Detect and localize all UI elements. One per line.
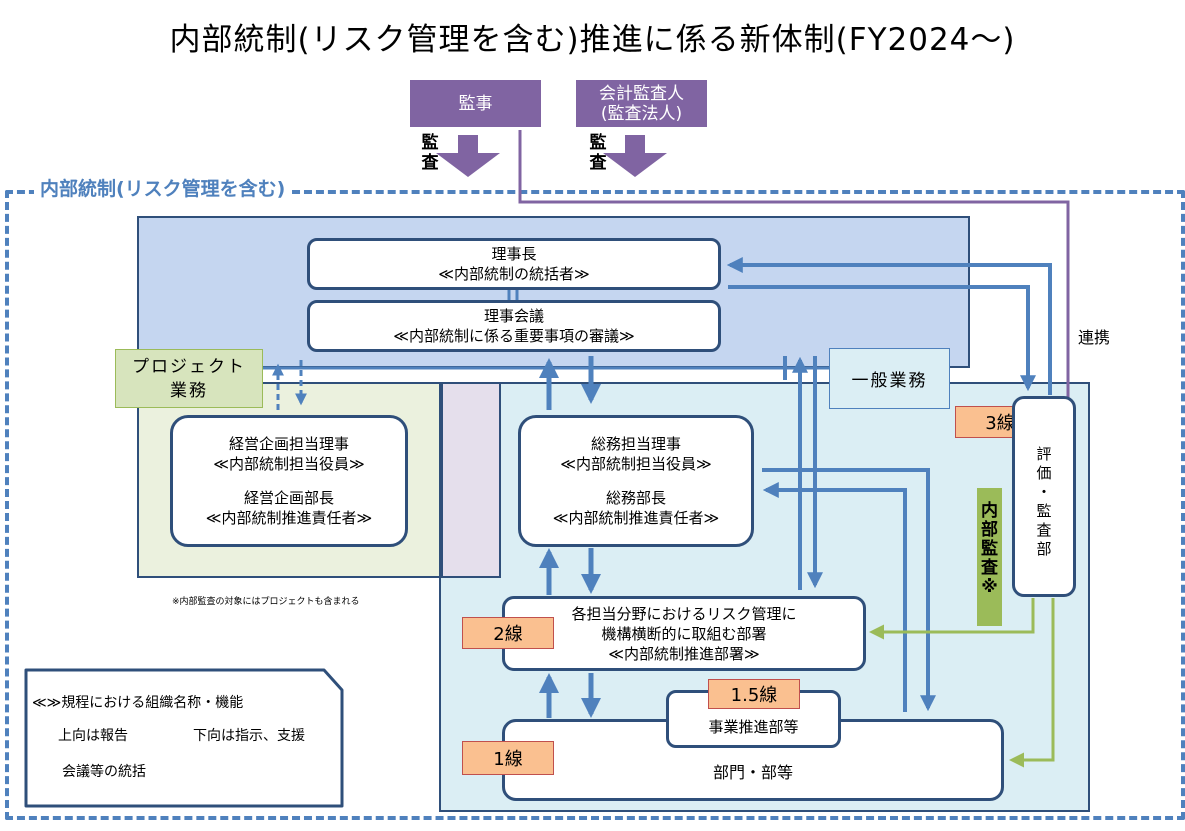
audit-char: 監 [589, 133, 607, 153]
evaluation-audit-char: 査 [1036, 521, 1052, 539]
region-title: 内部統制(リスク管理を含む) [34, 174, 292, 201]
legend-notation: ≪≫規程における組織名称・機能 [32, 695, 244, 711]
general-business-label: 一般業務 [829, 348, 950, 409]
accounting-auditor-box: 会計監査人 (監査法人) [576, 80, 707, 127]
audit-char: 監 [421, 133, 439, 153]
board-meeting-title: 理事会議 [483, 307, 544, 325]
accounting-auditor-line2: (監査法人) [600, 103, 683, 124]
internal-audit-char: 内 [981, 501, 998, 521]
coordination-label: 連携 [1078, 328, 1111, 347]
report-path-outer [726, 257, 1052, 395]
line1-badge: 1線 [462, 741, 554, 775]
legend-down: 下向は指示、支援 [193, 728, 305, 744]
internal-audit-path-1line [1009, 598, 1055, 768]
audit-label-left: 監査 [420, 133, 440, 173]
audit-arrow-right [603, 135, 667, 177]
internal-audit-char: 査 [981, 558, 998, 578]
evaluation-audit-char: ・ [1036, 483, 1052, 501]
auditor-link-line [518, 130, 1070, 400]
accounting-auditor-line1: 会計監査人 [599, 83, 684, 104]
evaluation-audit-char: 評 [1036, 445, 1052, 463]
evaluation-audit-char: 価 [1036, 464, 1052, 482]
chairman-title: 理事長 [491, 245, 537, 263]
chairman-role: ≪内部統制の統括者≫ [438, 265, 590, 283]
audit-char: 査 [589, 153, 607, 173]
project-audit-note: ※内部監査の対象にはプロジェクトも含まれる [172, 597, 360, 607]
risk-management-box: 各担当分野におけるリスク管理に 機構横断的に取組む部署 ≪内部統制推進部署≫ [502, 596, 866, 671]
internal-audit-char: 部 [981, 520, 998, 540]
board-meeting-box: 理事会議 ≪内部統制に係る重要事項の審議≫ [307, 300, 721, 352]
chairman-box: 理事長 ≪内部統制の統括者≫ [307, 238, 721, 290]
audit-char: 査 [421, 153, 439, 173]
evaluation-audit-dept: 評価・監査部 [1012, 396, 1076, 597]
legend-frame [24, 668, 344, 808]
internal-audit-char: 監 [981, 539, 998, 559]
project-business-label: プロジェクト 業務 [115, 349, 263, 408]
instruct-path-inner [728, 285, 1036, 392]
general-affairs-box: 総務担当理事 ≪内部統制担当役員≫ 総務部長 ≪内部統制推進責任者≫ [518, 415, 754, 547]
internal-audit-label: 内部監査※ [977, 488, 1002, 626]
legend-equal: 会議等の統括 [62, 764, 146, 780]
board-meeting-role: ≪内部統制に係る重要事項の審議≫ [393, 327, 635, 345]
auditor-box: 監事 [410, 80, 541, 127]
line15-badge: 1.5線 [708, 679, 800, 709]
internal-control-region [5, 190, 1185, 820]
evaluation-audit-char: 部 [1036, 540, 1052, 558]
audit-label-right: 監査 [588, 133, 608, 173]
auditor-label: 監事 [458, 93, 493, 114]
line2-badge: 2線 [462, 617, 554, 649]
audit-arrow-left [436, 135, 500, 177]
internal-audit-char: ※ [981, 577, 998, 597]
page-title: 内部統制(リスク管理を含む)推進に係る新体制(FY2024～) [169, 22, 1016, 58]
planning-box: 経営企画担当理事 ≪内部統制担当役員≫ 経営企画部長 ≪内部統制推進責任者≫ [170, 415, 408, 547]
internal-audit-path-2line [869, 598, 1035, 640]
evaluation-audit-char: 監 [1036, 502, 1052, 520]
legend-up: 上向は報告 [58, 728, 128, 744]
overlap-panel [441, 382, 501, 578]
